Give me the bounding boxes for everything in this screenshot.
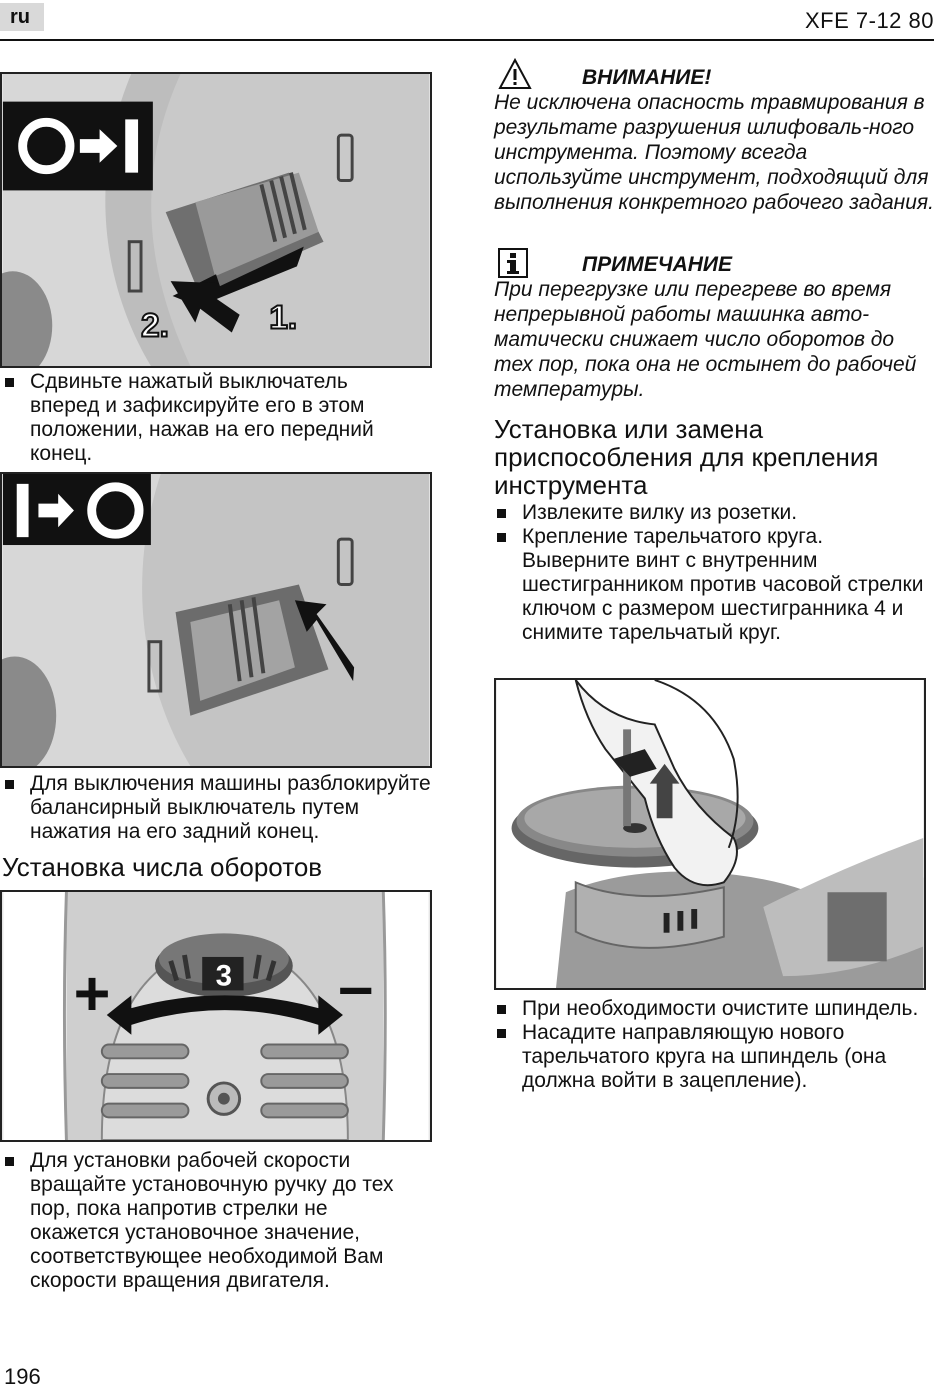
list-item: Извлеките вилку из розетки. [494, 501, 934, 525]
plus-sign: + [74, 959, 111, 1029]
header-divider [0, 39, 934, 41]
list-item: Крепление тарельчатого круга. Выверните … [494, 525, 934, 645]
backing-pad-figure [494, 678, 926, 990]
switch-off-figure [0, 472, 432, 768]
speed-dial-illustration: 3 + – [3, 892, 429, 1140]
list-item: Для выключения машины разблокируйте бала… [2, 772, 432, 844]
dial-value: 3 [216, 959, 232, 992]
mounting-steps-list: Извлеките вилку из розетки. Крепление та… [494, 501, 934, 645]
speed-section-heading: Установка числа оборотов [2, 852, 323, 882]
switch-off-instruction: Для выключения машины разблокируйте бала… [2, 772, 432, 844]
list-item: При необходимости очистите шпиндель. [494, 997, 934, 1021]
note-title: ПРИМЕЧАНИЕ [582, 253, 733, 276]
switch-on-instruction: Сдвиньте нажатый выключатель вперед и за… [2, 370, 422, 466]
switch-on-illustration: 2. 1. [2, 74, 430, 366]
list-item: Сдвиньте нажатый выключатель вперед и за… [2, 370, 422, 466]
warning-title: ВНИМАНИЕ! [582, 66, 712, 89]
minus-sign: – [338, 952, 373, 1022]
backing-pad-illustration [496, 680, 924, 988]
language-badge: ru [0, 3, 44, 31]
step-2-label: 2. [141, 307, 169, 344]
switch-on-figure: 2. 1. [0, 72, 432, 368]
info-icon [498, 248, 528, 278]
list-item: Насадите направляющую нового тарельчатог… [494, 1021, 934, 1093]
model-name: XFE 7-12 80 [804, 8, 934, 33]
step-1-label: 1. [269, 300, 297, 337]
list-item: Для установки рабочей скорости вращайте … [2, 1149, 422, 1293]
spindle-steps-list: При необходимости очистите шпиндель. Нас… [494, 997, 934, 1093]
warning-text: Не исключена опасность травмирования в р… [494, 91, 934, 214]
mounting-section-heading: Установка или замена приспособления для … [494, 414, 879, 500]
switch-off-illustration [2, 474, 430, 766]
speed-dial-figure: 3 + – [0, 890, 432, 1142]
note-text: При перегрузке или перегреве во время не… [494, 278, 917, 401]
page-number: 196 [4, 1364, 41, 1389]
warning-triangle-icon [498, 58, 532, 89]
speed-instruction: Для установки рабочей скорости вращайте … [2, 1149, 422, 1293]
